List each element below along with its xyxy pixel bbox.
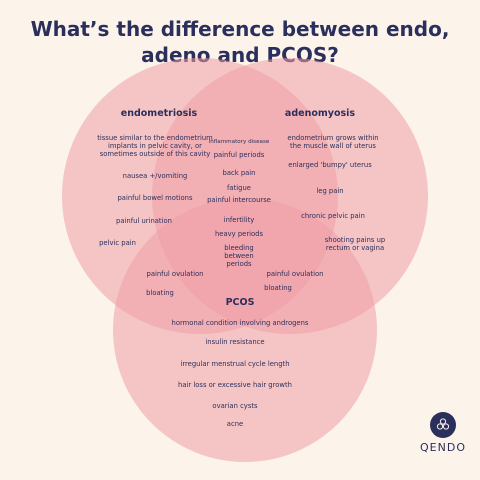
center-item-infertility: infertility — [223, 216, 255, 224]
adeno-item-shooting: shooting pains up rectum or vagina — [324, 236, 386, 253]
adenomyosis-heading: adenomyosis — [284, 108, 356, 119]
adeno-pcos-item-bloating: bloating — [264, 284, 292, 292]
title-line-1: What’s the difference between endo, — [30, 17, 450, 41]
pcos-item-insulin: insulin resistance — [205, 338, 265, 346]
endo-pcos-item-bloating: bloating — [146, 289, 174, 297]
logo-text: QENDO — [420, 441, 466, 454]
endo-item-urination: painful urination — [116, 217, 172, 225]
overlap-item-back-pain: back pain — [222, 169, 256, 177]
adeno-item-uterus: enlarged 'bumpy' uterus — [288, 161, 372, 169]
pcos-item-hair: hair loss or excessive hair growth — [178, 381, 292, 389]
pcos-item-hormonal: hormonal condition involving androgens — [171, 319, 309, 327]
overlap-item-fatigue: fatigue — [227, 184, 251, 192]
adeno-item-pelvic-pain: chronic pelvic pain — [301, 212, 365, 220]
qendo-logo: QENDO — [418, 412, 468, 454]
pcos-item-cysts: ovarian cysts — [212, 402, 258, 410]
pcos-circle — [113, 198, 377, 462]
endo-item-definition: tissue similar to the endometrium implan… — [97, 134, 213, 159]
adeno-pcos-item-ovulation: painful ovulation — [266, 270, 324, 278]
endo-item-nausea: nausea +/vomiting — [122, 172, 188, 180]
endo-item-pelvic-pain: pelvic pain — [99, 239, 136, 247]
overlap-item-inflammatory: inflammatory disease — [208, 139, 270, 145]
pcos-item-acne: acne — [226, 420, 244, 428]
adeno-item-leg-pain: leg pain — [316, 187, 344, 195]
pcos-item-cycle: irregular menstrual cycle length — [180, 360, 290, 368]
page-title: What’s the difference between endo, aden… — [0, 16, 480, 68]
center-item-heavy-periods: heavy periods — [214, 230, 264, 238]
endo-item-bowel: painful bowel motions — [117, 194, 193, 202]
endometriosis-heading: endometriosis — [120, 108, 198, 119]
adeno-item-definition: endometrium grows within the muscle wall… — [287, 134, 379, 151]
endo-pcos-item-ovulation: painful ovulation — [146, 270, 204, 278]
center-item-bleeding: bleeding between periods — [224, 244, 254, 269]
pcos-heading: PCOS — [225, 297, 255, 308]
flower-logo-icon — [430, 412, 456, 438]
overlap-item-intercourse: painful intercourse — [207, 196, 271, 204]
overlap-item-painful-periods: painful periods — [213, 151, 265, 159]
